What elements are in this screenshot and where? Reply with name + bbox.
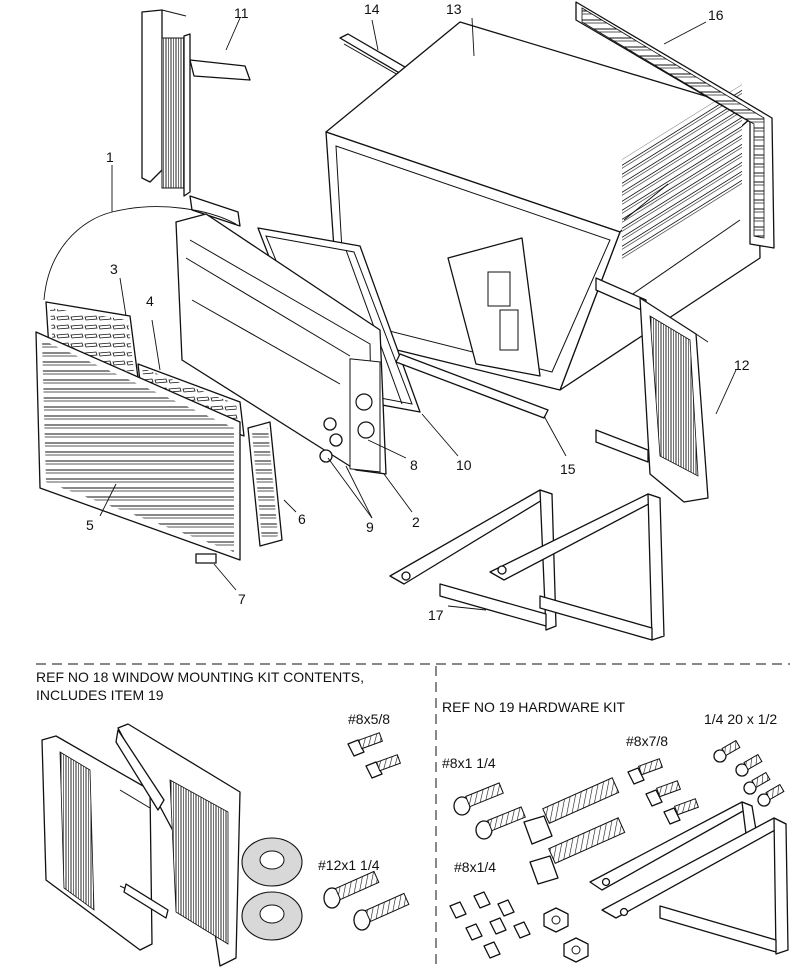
part-16-rear-grille: [575, 1, 775, 249]
kit19-carriage-bolts: [523, 777, 626, 885]
part-5-front-grille: [35, 331, 241, 561]
callout-8: 8: [410, 457, 418, 473]
callout-7: 7: [238, 591, 246, 607]
kit19-screw-b-label: #8x7/8: [626, 733, 668, 749]
kit19-title: REF NO 19 HARDWARE KIT: [442, 699, 626, 715]
callout-2: 2: [412, 514, 420, 530]
kit19-screw-c-label: 1/4 20 x 1/2: [704, 711, 777, 727]
part-7-badge: [195, 553, 217, 564]
callout-1: 1: [106, 149, 114, 165]
callout-15: 15: [560, 461, 576, 477]
part-17-support-bracket: [389, 489, 665, 641]
callout-14: 14: [364, 1, 380, 17]
kit18-screw-a-label: #8x5/8: [348, 711, 390, 727]
kit18-long-screws: [323, 870, 410, 931]
callout-12: 12: [734, 357, 750, 373]
kit19-hex-nuts: [543, 907, 589, 963]
part-12-side-curtain: [595, 277, 709, 503]
kit19-small-screws: [713, 739, 785, 807]
part-2-front-frame: [175, 213, 387, 475]
callout-5: 5: [86, 517, 94, 533]
kit18-screw-b-label: #12x1 1/4: [318, 857, 380, 873]
part-15-bottom-rail: [395, 353, 549, 419]
callout-13: 13: [446, 1, 462, 17]
part-13-cabinet: [325, 21, 761, 391]
callout-3: 3: [110, 261, 118, 277]
kit19-support-bracket: [589, 801, 789, 955]
kit19-pan-head-screws: [453, 782, 526, 840]
callout-10: 10: [456, 457, 472, 473]
kit18-title-line2: INCLUDES ITEM 19: [36, 687, 164, 703]
kit18-foam-washers: [241, 837, 303, 941]
part-6-side-grille: [247, 421, 283, 547]
callout-9: 9: [366, 519, 374, 535]
kit19-hex-screws-1-4: [449, 891, 531, 959]
callout-11: 11: [234, 5, 249, 21]
callout-16: 16: [708, 7, 724, 23]
callout-4: 4: [146, 293, 154, 309]
kit18-hex-screws: [347, 732, 402, 779]
kit19-screw-d-label: #8x1/4: [454, 859, 496, 875]
kit19-hex-screws-7-8: [627, 758, 700, 825]
callout-17: 17: [428, 607, 444, 623]
part-11-side-curtain: [141, 9, 251, 227]
kit19-screw-a-label: #8x1 1/4: [442, 755, 496, 771]
leader-lines: [43, 17, 737, 611]
callout-labels: 1 2 3 4 5 6 7 8 9 10 11 12 13 14 15 16 1…: [86, 1, 750, 623]
callout-6: 6: [298, 511, 306, 527]
kit18-title-line1: REF NO 18 WINDOW MOUNTING KIT CONTENTS,: [36, 669, 364, 685]
kit18-side-curtain-right: [115, 723, 241, 967]
